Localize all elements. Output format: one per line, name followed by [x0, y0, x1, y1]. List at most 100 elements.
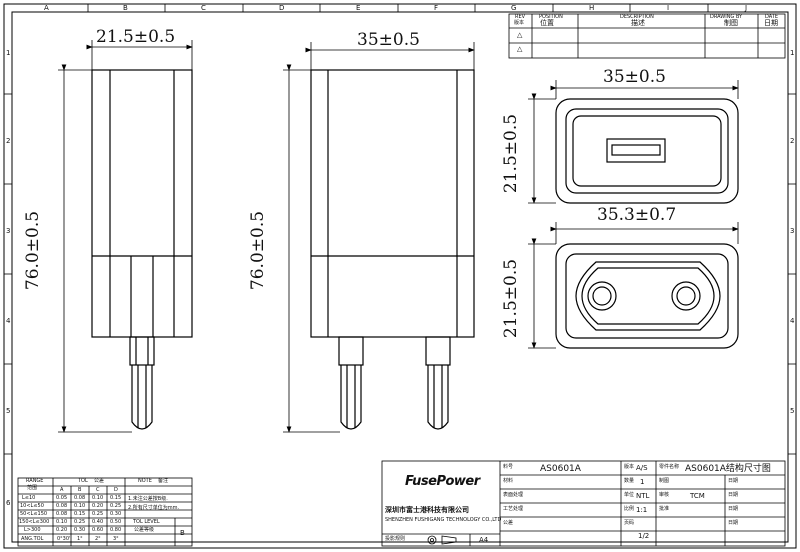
- description-header-cn: 描述: [631, 19, 645, 27]
- front-view: [91, 69, 193, 430]
- tol-row-range: 150<L≤300: [19, 519, 50, 525]
- revision-triangle-icon: △: [517, 31, 523, 39]
- range-header-cn: 范围: [27, 485, 38, 491]
- description-header-en: DESCRIPTION: [620, 14, 654, 20]
- drawing-by-header-cn: 制图: [724, 19, 738, 27]
- inner-frame: [11, 11, 789, 543]
- side-height-dim: 76.0±0.5: [248, 210, 269, 291]
- tol-row-value: 0.05: [56, 495, 68, 501]
- grid-col-d: D: [279, 4, 285, 12]
- grid-col-f: F: [434, 4, 439, 12]
- tol-header-cn: 公差: [94, 478, 105, 484]
- position-header-cn: 位置: [540, 19, 554, 27]
- drawn-label: 制图: [659, 478, 670, 484]
- revision-triangle-icon: △: [517, 45, 523, 53]
- grid-col-h: H: [589, 4, 595, 12]
- grid-row-3: 3: [6, 227, 11, 235]
- top-view: [555, 98, 739, 204]
- unit-label: 单位: [624, 492, 635, 498]
- grid-row-5: 5: [6, 407, 11, 415]
- grid-col-i: I: [667, 4, 670, 12]
- outer-frame: [3, 3, 797, 549]
- tol-row-value: 0.10: [92, 495, 104, 501]
- company-logo: FusePower: [405, 474, 480, 489]
- scale-label: 比例: [624, 506, 635, 512]
- rev-value: A/S: [636, 464, 648, 472]
- grid-row-2: 2: [6, 137, 11, 145]
- top-width-dim: 35±0.5: [603, 67, 666, 87]
- tol-row-range: L>300: [24, 527, 41, 533]
- tol-row-range: 10<L≤50: [20, 503, 44, 509]
- tol-row-value: 1°: [77, 536, 83, 542]
- tol-row-value: 0.25: [110, 503, 122, 509]
- tol-note: 2.所有尺寸单位为mm.: [128, 505, 180, 511]
- projection-label: 投影规则: [385, 536, 406, 542]
- tol-row-value: 0.25: [92, 511, 104, 517]
- qty-label: 数量: [624, 478, 635, 484]
- tol-row-value: 0.50: [110, 519, 122, 525]
- tolerance-label: 公差: [503, 520, 514, 526]
- tol-row-value: 0.10: [56, 519, 68, 525]
- grid-row-6: 6: [6, 499, 11, 507]
- grid-row-5-right: 5: [790, 407, 795, 415]
- date-label-2: 日期: [728, 492, 739, 498]
- unit-value: NTL: [636, 492, 650, 500]
- grid-row-1-right: 1: [790, 49, 795, 57]
- part-name-value: AS0601A结构尺寸图: [685, 464, 771, 474]
- grid-row-4-right: 4: [790, 317, 795, 325]
- grid-col-a: A: [44, 4, 49, 12]
- position-header-en: POSITION: [539, 14, 563, 20]
- tol-row-range: ANG.TOL: [21, 536, 44, 542]
- tol-row-value: 0.08: [74, 495, 86, 501]
- grid-col-g: G: [511, 4, 517, 12]
- grid-col-c: C: [201, 4, 206, 12]
- side-dimensions: [283, 42, 475, 433]
- projection-symbol-icon: [427, 535, 457, 545]
- tol-level-en: TOL LEVEL: [133, 519, 160, 525]
- title-block-lines: [381, 460, 786, 547]
- date-label-3: 日期: [728, 506, 739, 512]
- front-width-dim: 21.5±0.5: [96, 27, 176, 47]
- tol-row-value: 0.10: [74, 503, 86, 509]
- company-name-cn: 深圳市富士港科技有限公司: [385, 506, 469, 514]
- grade-a: A: [60, 487, 64, 493]
- range-header-en: RANGE: [26, 478, 44, 484]
- grade-d: D: [114, 487, 118, 493]
- tol-row-value: 0.40: [92, 519, 104, 525]
- drawn-value: TCM: [690, 492, 705, 500]
- sheet-value: 1/2: [638, 532, 650, 540]
- tol-header-en: TOL: [78, 478, 88, 484]
- tol-row-range: L≤10: [22, 495, 36, 501]
- company-name-en: SHENZHEN FUSHIGANG TECHNOLOGY CO.,LTD: [385, 517, 502, 523]
- grid-col-b: B: [123, 4, 128, 12]
- grade-b: B: [78, 487, 82, 493]
- tol-row-value: 3°: [113, 536, 119, 542]
- top-height-dim: 21.5±0.5: [501, 113, 522, 194]
- finish-label: 表面处理: [503, 492, 524, 498]
- note-header-cn: 备注: [158, 478, 169, 484]
- bottom-width-dim: 35.3±0.7: [597, 205, 677, 225]
- grid-ticks: [4, 4, 796, 455]
- side-view: [310, 69, 475, 430]
- rev-label: 版本: [624, 464, 635, 470]
- tol-row-value: 0.15: [74, 511, 86, 517]
- tol-row-value: 0.08: [56, 503, 68, 509]
- revision-table-lines: [508, 13, 786, 59]
- date-header-en: DATE: [765, 14, 779, 20]
- material-label: 材料: [503, 478, 514, 484]
- tol-row-value: 0.60: [92, 527, 104, 533]
- date-label-4: 日期: [728, 520, 739, 526]
- tol-row-value: 0.30: [74, 527, 86, 533]
- grid-row-2-right: 2: [790, 137, 795, 145]
- tol-level-cn: 公差等级: [134, 527, 155, 533]
- tol-note: 1.未注公差按B级.: [128, 496, 168, 502]
- part-no-value: AS0601A: [540, 464, 581, 474]
- grid-row-4: 4: [6, 317, 11, 325]
- bottom-view: [555, 243, 739, 349]
- approve-label: 批准: [659, 506, 670, 512]
- tol-level-value: B: [180, 529, 185, 537]
- grid-row-1: 1: [6, 49, 11, 57]
- tol-row-range: 50<L≤150: [20, 511, 48, 517]
- tol-row-value: 0.15: [110, 495, 122, 501]
